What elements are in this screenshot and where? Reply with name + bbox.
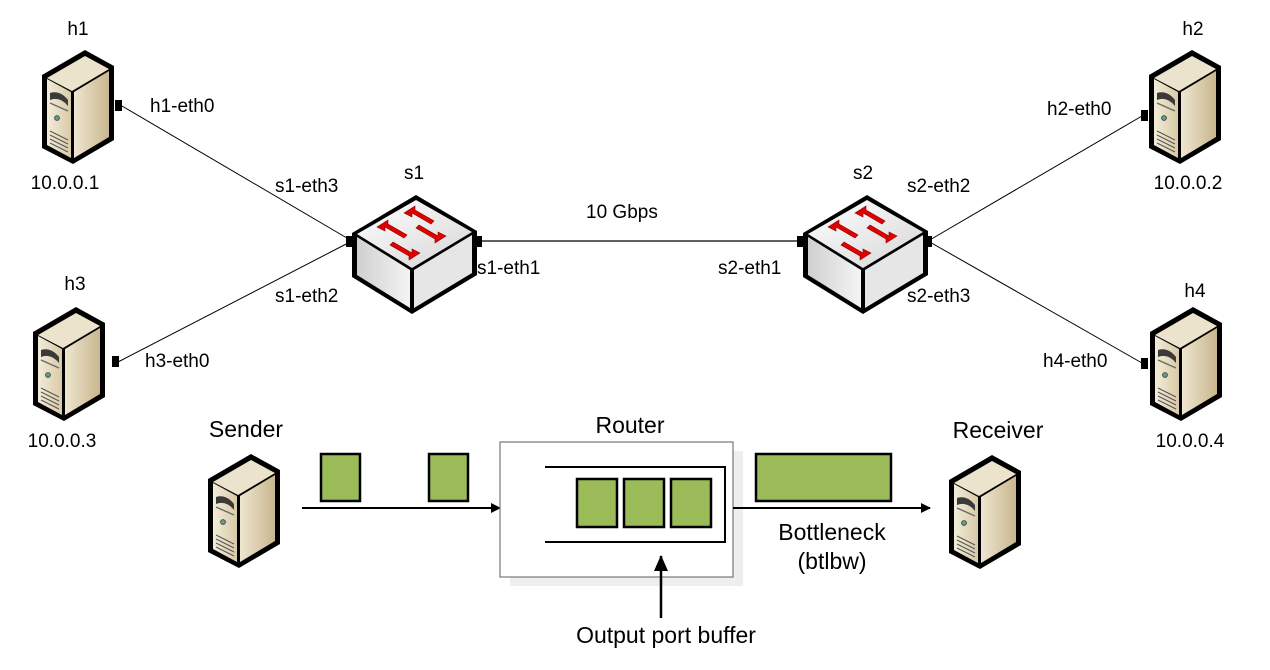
buffer-packets [575, 477, 713, 529]
switch-s2-name: s2 [852, 163, 874, 184]
s2-eth3-label: s2-eth3 [907, 286, 971, 307]
router-label: Router [595, 412, 665, 438]
inflight-packets [319, 452, 470, 503]
host-h3-icon [32, 306, 106, 422]
host-h4-ip: 10.0.0.4 [1155, 431, 1225, 452]
switch-s1-name: s1 [403, 163, 425, 184]
host-h2-name: h2 [1182, 19, 1204, 40]
output-port-buffer-label: Output port buffer [576, 622, 756, 648]
link-h1-s1 [121, 105, 353, 242]
output-port-buffer [545, 466, 726, 543]
h1-eth0-label: h1-eth0 [150, 96, 215, 117]
host-h4-name: h4 [1184, 281, 1206, 302]
bottleneck-packet [754, 452, 893, 503]
link-h3-s1 [117, 240, 353, 363]
s1-eth2-label: s1-eth2 [275, 286, 339, 307]
h2-eth0-label: h2-eth0 [1047, 99, 1112, 120]
host-h4-icon [1149, 306, 1223, 422]
switch-s1-icon [351, 194, 478, 315]
s1-eth3-label: s1-eth3 [275, 176, 339, 197]
port-s1-eth1 [475, 236, 482, 247]
sender-icon [207, 453, 281, 569]
port-h4-eth0 [1141, 358, 1148, 369]
link-speed-label: 10 Gbps [586, 202, 658, 223]
host-h1-name: h1 [67, 19, 89, 40]
s2-eth1-label: s2-eth1 [718, 258, 782, 279]
s1-eth1-label: s1-eth1 [477, 258, 541, 279]
sender-label: Sender [208, 416, 284, 442]
links [117, 105, 1143, 364]
port-s2-eth1 [797, 236, 804, 247]
port-s2-eth2-3 [925, 236, 932, 247]
packet-in-buffer [622, 477, 666, 529]
s2-eth2-label: s2-eth2 [907, 176, 971, 197]
port-s1-eth2-3 [346, 236, 353, 247]
h4-eth0-label: h4-eth0 [1043, 351, 1108, 372]
receiver-icon [948, 454, 1022, 570]
link-s2-h4 [927, 240, 1143, 364]
bottleneck-label: Bottleneck [778, 519, 886, 545]
packet-in-flight [427, 452, 470, 503]
port-h3-eth0 [112, 356, 119, 367]
receiver-label: Receiver [952, 417, 1044, 443]
host-h3-name: h3 [64, 274, 86, 295]
link-s2-h2 [927, 115, 1143, 242]
h3-eth0-label: h3-eth0 [145, 351, 210, 372]
port-h2-eth0 [1141, 110, 1148, 121]
host-h3-ip: 10.0.0.3 [27, 431, 97, 452]
port-h1-eth0 [115, 100, 122, 111]
packet-in-buffer [575, 477, 619, 529]
host-h2-ip: 10.0.0.2 [1153, 173, 1223, 194]
bottleneck-sublabel: (btlbw) [797, 548, 867, 574]
host-h1-icon [41, 49, 115, 165]
packet-in-flight [319, 452, 362, 503]
packet-in-buffer [669, 477, 713, 529]
host-h1-ip: 10.0.0.1 [30, 173, 100, 194]
host-h2-icon [1148, 49, 1222, 165]
